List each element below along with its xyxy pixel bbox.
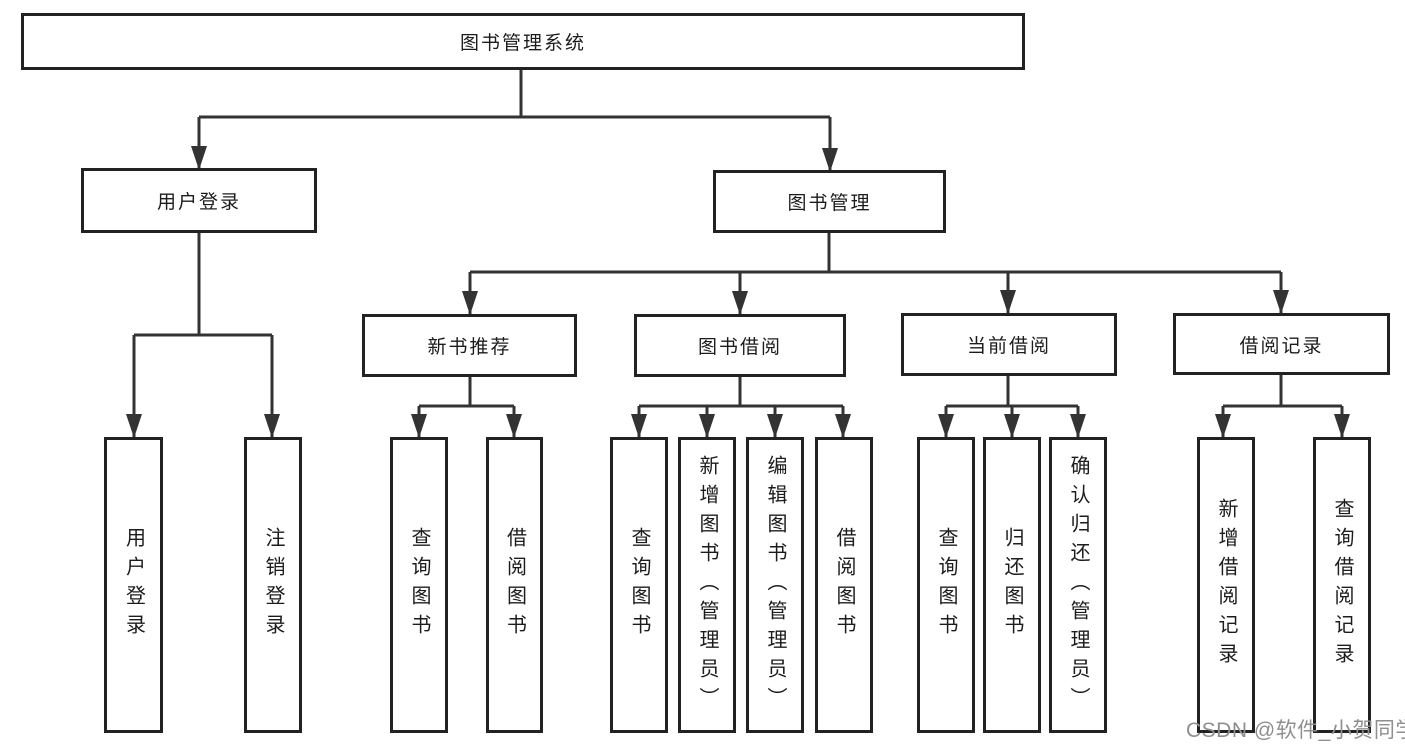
- leaf-cb-query-books: 查询图书: [917, 437, 975, 733]
- node-label: 图书借阅: [697, 337, 782, 358]
- leaf-label: 借阅图书: [833, 527, 855, 643]
- node-user-login: 用户登录: [81, 168, 317, 233]
- leaf-label: 确认归还（管理员）: [1067, 454, 1089, 716]
- arrowhead-icons: [126, 146, 1350, 438]
- leaf-br-add-record: 新增借阅记录: [1197, 437, 1255, 733]
- node-label: 图书管理系统: [459, 33, 586, 54]
- leaf-logout: 注销登录: [244, 437, 302, 733]
- node-label: 用户登录: [156, 192, 241, 213]
- node-library-management-system: 图书管理系统: [21, 13, 1025, 70]
- leaf-label: 新增借阅记录: [1215, 498, 1237, 672]
- leaf-label: 查询图书: [408, 527, 430, 643]
- leaf-cb-confirm-return-admin: 确认归还（管理员）: [1049, 437, 1107, 733]
- watermark: CSDN @软件_小贺同学: [1186, 719, 1405, 742]
- leaf-bb-edit-books-admin: 编辑图书（管理员）: [746, 437, 804, 733]
- node-label: 当前借阅: [966, 336, 1051, 357]
- leaf-label: 借阅图书: [503, 527, 526, 643]
- leaf-user-login: 用户登录: [104, 437, 163, 733]
- node-current-borrow: 当前借阅: [901, 313, 1117, 376]
- leaf-label: 用户登录: [122, 527, 145, 643]
- leaf-nb-borrow-books: 借阅图书: [486, 437, 543, 733]
- node-book-management: 图书管理: [713, 170, 946, 233]
- leaf-nb-query-books: 查询图书: [390, 437, 448, 733]
- leaf-label: 编辑图书（管理员）: [764, 454, 786, 716]
- leaf-bb-query-books: 查询图书: [610, 437, 668, 733]
- leaf-label: 查询图书: [628, 527, 650, 643]
- node-label: 图书管理: [787, 193, 872, 214]
- leaf-label: 新增图书（管理员）: [696, 454, 718, 716]
- leaf-br-query-record: 查询借阅记录: [1313, 437, 1371, 733]
- leaf-cb-return-books: 归还图书: [983, 437, 1041, 733]
- leaf-label: 查询图书: [935, 527, 957, 643]
- leaf-bb-add-books-admin: 新增图书（管理员）: [678, 437, 736, 733]
- tree-edges: [132, 69, 1344, 438]
- leaf-label: 注销登录: [262, 527, 284, 643]
- leaf-bb-borrow-books: 借阅图书: [815, 437, 873, 733]
- node-label: 新书推荐: [427, 337, 512, 358]
- node-borrow-records: 借阅记录: [1173, 313, 1390, 375]
- node-new-book-recommend: 新书推荐: [362, 314, 577, 377]
- leaf-label: 查询借阅记录: [1331, 498, 1353, 672]
- leaf-label: 归还图书: [1001, 527, 1023, 643]
- node-label: 借阅记录: [1239, 335, 1324, 357]
- node-book-borrow: 图书借阅: [634, 314, 846, 377]
